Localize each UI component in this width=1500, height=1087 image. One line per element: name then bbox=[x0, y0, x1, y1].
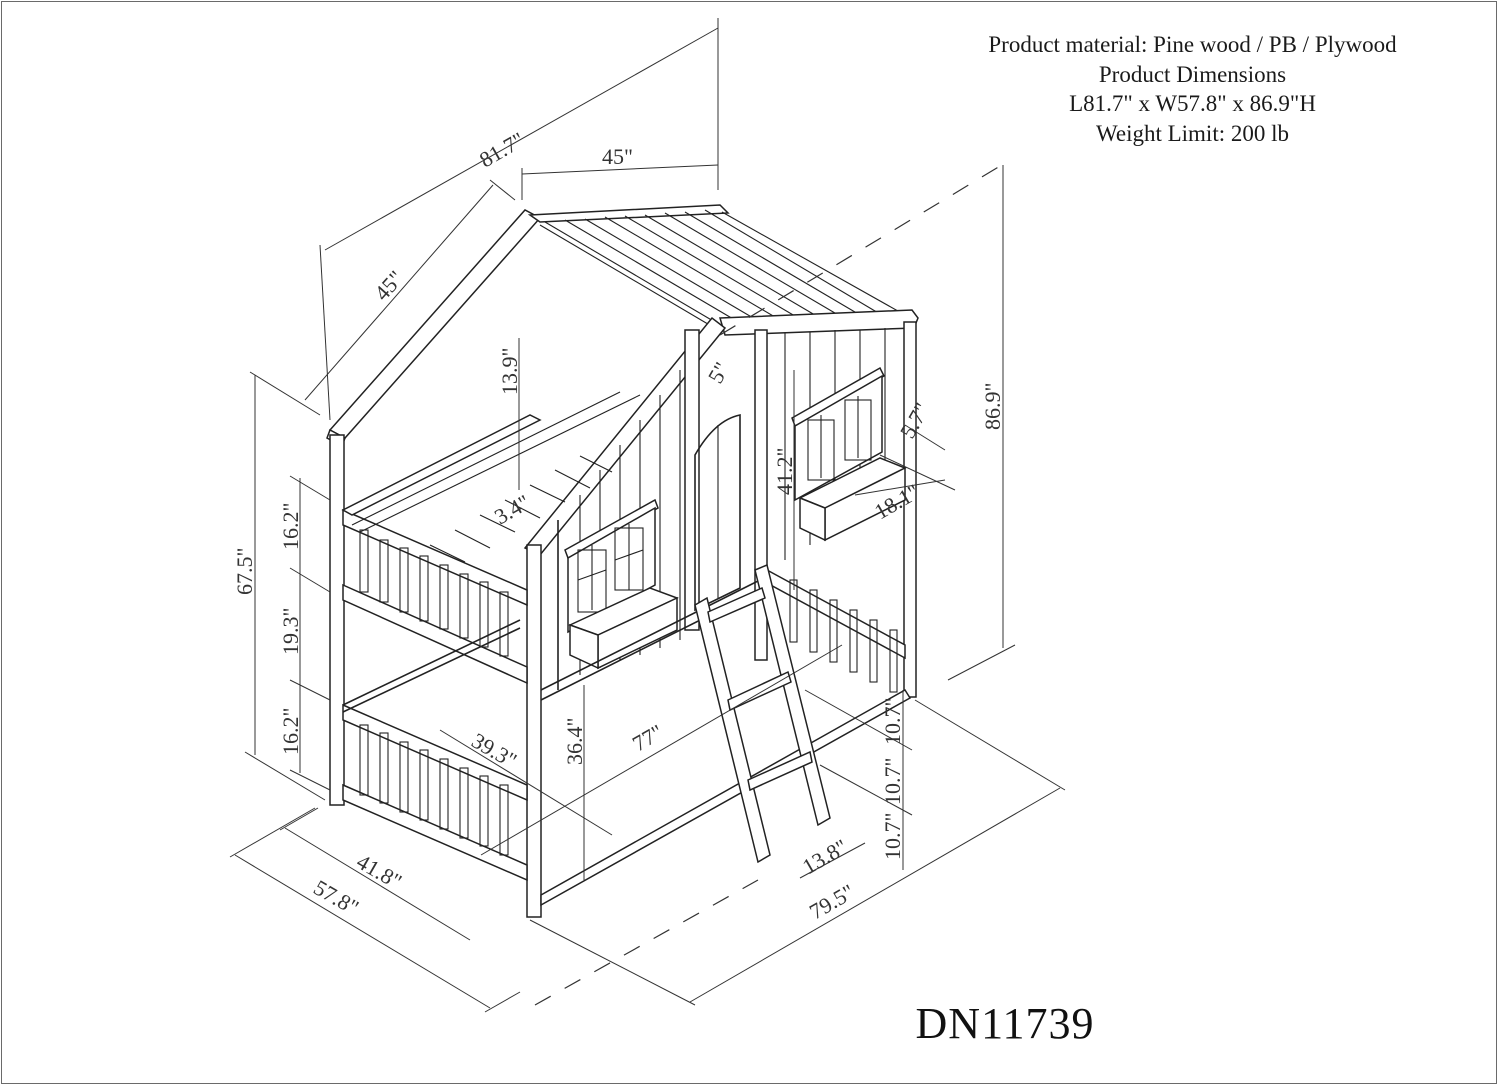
dim-overall-height: 86.9" bbox=[980, 383, 1005, 430]
dim-ladder-step-2: 10.7" bbox=[880, 758, 905, 805]
product-material: Product material: Pine wood / PB / Plywo… bbox=[988, 32, 1397, 57]
dim-upper-clearance: 19.3" bbox=[278, 608, 303, 655]
dim-overall-length: 81.7" bbox=[475, 127, 529, 172]
product-info-block: Product material: Pine wood / PB / Plywo… bbox=[940, 30, 1445, 148]
dim-window-depth: 5.7" bbox=[895, 398, 935, 442]
product-dimensions-title: Product Dimensions bbox=[1098, 61, 1287, 87]
dim-ladder-width: 13.8" bbox=[798, 834, 852, 879]
dim-base-length: 79.5" bbox=[805, 879, 859, 924]
dim-lower-rail: 16.2" bbox=[278, 708, 303, 755]
dim-inner-length: 77" bbox=[628, 719, 667, 756]
dim-ladder-step-3: 10.7" bbox=[880, 813, 905, 860]
dim-lower-clearance: 36.4" bbox=[562, 718, 587, 765]
dim-roof-top: 45" bbox=[602, 144, 633, 169]
dim-roof-slope: 45" bbox=[369, 266, 408, 306]
model-number: DN11739 bbox=[915, 999, 1095, 1048]
product-dimensions: L81.7" x W57.8" x 86.9"H bbox=[1069, 91, 1316, 116]
left-frame bbox=[329, 391, 641, 918]
dim-wall-height: 41.2" bbox=[772, 448, 797, 495]
dimension-lines bbox=[229, 18, 1066, 1013]
dim-ladder-step-1: 10.7" bbox=[880, 698, 905, 745]
front-wall bbox=[557, 329, 741, 690]
dim-top-gap: 5" bbox=[703, 358, 735, 388]
base-and-ladder bbox=[540, 563, 912, 907]
dim-guard-clearance: 13.9" bbox=[497, 348, 522, 395]
weight-limit: Weight Limit: 200 lb bbox=[1096, 120, 1289, 146]
dim-upper-rail: 16.2" bbox=[278, 503, 303, 550]
dim-rail-length: 41.8" bbox=[353, 849, 407, 894]
dim-side-post-height: 67.5" bbox=[232, 548, 257, 595]
dim-overall-width: 57.8" bbox=[310, 875, 364, 920]
right-wall bbox=[754, 321, 917, 698]
